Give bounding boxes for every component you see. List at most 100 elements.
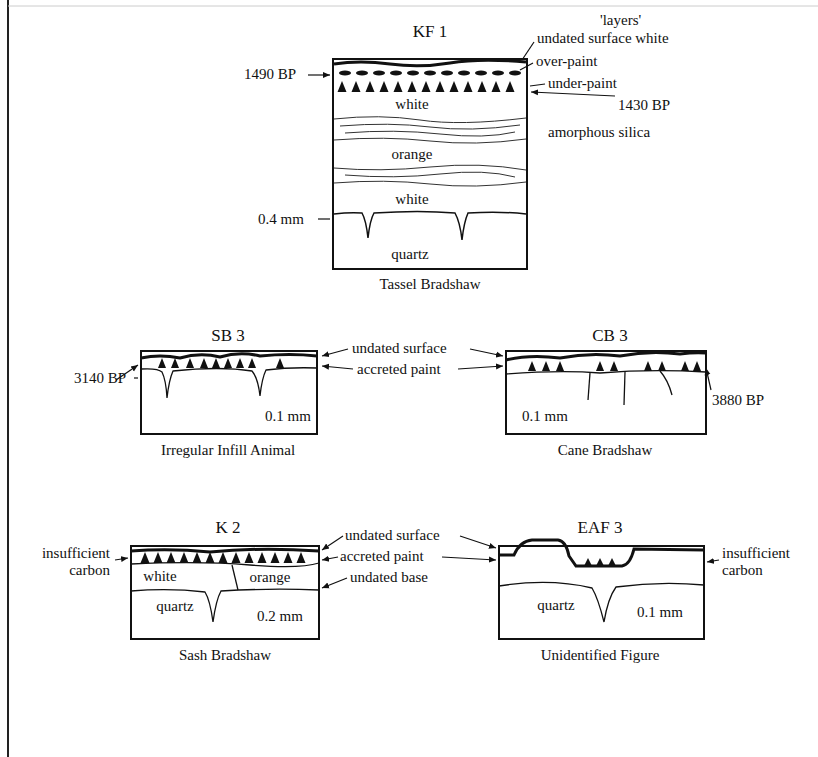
annotation-label: over-paint — [536, 53, 597, 70]
scale-label: 0.1 mm — [265, 408, 311, 425]
paint-mark — [276, 358, 284, 368]
paint-mark — [193, 552, 202, 563]
paint-mark — [232, 552, 241, 563]
paint-mark — [608, 558, 616, 566]
paint-mark — [422, 81, 431, 92]
paint-mark — [236, 358, 244, 368]
paint-mark — [154, 552, 163, 563]
paint-mark — [224, 358, 232, 368]
paint-mark — [248, 358, 256, 368]
paint-mark — [506, 81, 515, 92]
surface-line — [141, 354, 317, 358]
paint-mark — [366, 81, 375, 92]
box-heading: CB 3 — [592, 326, 627, 345]
scale-label: 0.1 mm — [522, 408, 568, 425]
paint-mark — [394, 81, 403, 92]
paint-mark — [478, 81, 487, 92]
annotation-label: under-paint — [548, 75, 617, 92]
paint-mark — [407, 71, 419, 76]
paint-mark — [180, 552, 189, 563]
paint-mark — [658, 361, 666, 371]
paint-mark — [338, 81, 347, 92]
paint-mark — [141, 552, 150, 563]
scale-label: 0.1 mm — [637, 604, 683, 621]
paint-mark — [284, 552, 293, 563]
paint-mark — [167, 552, 176, 563]
figure-caption: Sash Bradshaw — [179, 647, 271, 664]
paint-mark — [475, 71, 487, 76]
cross-section-box: KF 1whiteorangewhitequartzTassel Bradsha… — [332, 58, 528, 270]
paint-mark — [584, 558, 592, 566]
paint-mark — [186, 358, 194, 368]
annotation-label: 3880 BP — [712, 392, 764, 409]
annotation-label: undated base — [350, 569, 428, 586]
frame-line — [8, 6, 818, 7]
paint-mark — [408, 81, 417, 92]
accreted-paint-marks — [158, 358, 284, 368]
paint-mark — [171, 358, 179, 368]
figure-caption: Irregular Infill Animal — [161, 442, 295, 459]
figure-caption: Tassel Bradshaw — [379, 276, 480, 293]
accreted-paint-marks — [528, 361, 701, 371]
silica-layers — [334, 117, 526, 240]
paint-mark — [271, 552, 280, 563]
surface-line — [506, 352, 706, 360]
paint-mark — [436, 81, 445, 92]
quartz-boundary — [141, 368, 317, 398]
paint-mark — [352, 81, 361, 92]
paint-mark — [492, 81, 501, 92]
paint-mark — [339, 71, 351, 76]
leader-line — [115, 536, 719, 588]
paint-mark — [528, 361, 536, 371]
paint-mark — [200, 358, 208, 368]
accreted-paint-marks — [584, 558, 616, 566]
layer-name: white — [395, 96, 428, 113]
box-heading: EAF 3 — [578, 518, 623, 537]
accreted-paint-marks — [141, 552, 306, 563]
annotation-label: undated surface — [345, 527, 440, 544]
figure-caption: Cane Bradshaw — [558, 442, 653, 459]
frame-line — [7, 0, 9, 757]
layer-name: quartz — [156, 598, 193, 615]
paint-mark — [492, 71, 504, 76]
box-heading: SB 3 — [211, 326, 245, 345]
under-paint-marks — [338, 81, 515, 92]
paint-mark — [219, 552, 228, 563]
annotation-label: insufficient carbon — [722, 545, 804, 579]
box-heading: KF 1 — [413, 22, 447, 41]
paint-mark — [464, 81, 473, 92]
annotation-label: 1490 BP — [244, 66, 296, 83]
surface-line — [334, 60, 526, 66]
layer-name: orange — [250, 569, 291, 586]
annotation-label: 0.4 mm — [258, 211, 304, 228]
paint-mark — [509, 71, 521, 76]
paint-mark — [206, 552, 215, 563]
layer-name: white — [395, 191, 428, 208]
paint-mark — [297, 552, 306, 563]
box-heading: K 2 — [215, 518, 240, 537]
annotation-label: 3140 BP — [74, 370, 126, 387]
figure-caption: Unidentified Figure — [541, 647, 660, 664]
paint-mark — [390, 71, 402, 76]
paint-mark — [158, 358, 166, 368]
paint-mark — [596, 558, 604, 566]
scale-label: 0.2 mm — [257, 608, 303, 625]
annotation-label: insufficient carbon — [28, 545, 110, 579]
paint-mark — [610, 361, 618, 371]
surface-line — [499, 540, 704, 566]
paint-mark — [681, 361, 689, 371]
quartz-boundary — [506, 371, 706, 405]
cross-section-box: EAF 3quartz0.1 mmUnidentified Figure — [498, 545, 705, 640]
quartz-boundary — [499, 582, 704, 622]
paint-mark — [441, 71, 453, 76]
annotation-label: 'layers' — [600, 12, 641, 29]
paint-mark — [212, 358, 220, 368]
paint-mark — [258, 552, 267, 563]
annotation-label: undated surface white — [537, 30, 669, 47]
paint-mark — [380, 81, 389, 92]
over-paint-marks — [339, 71, 521, 76]
paint-mark — [373, 71, 385, 76]
layer-name: quartz — [537, 597, 574, 614]
layer-name: orange — [392, 146, 433, 163]
paint-mark — [644, 361, 652, 371]
